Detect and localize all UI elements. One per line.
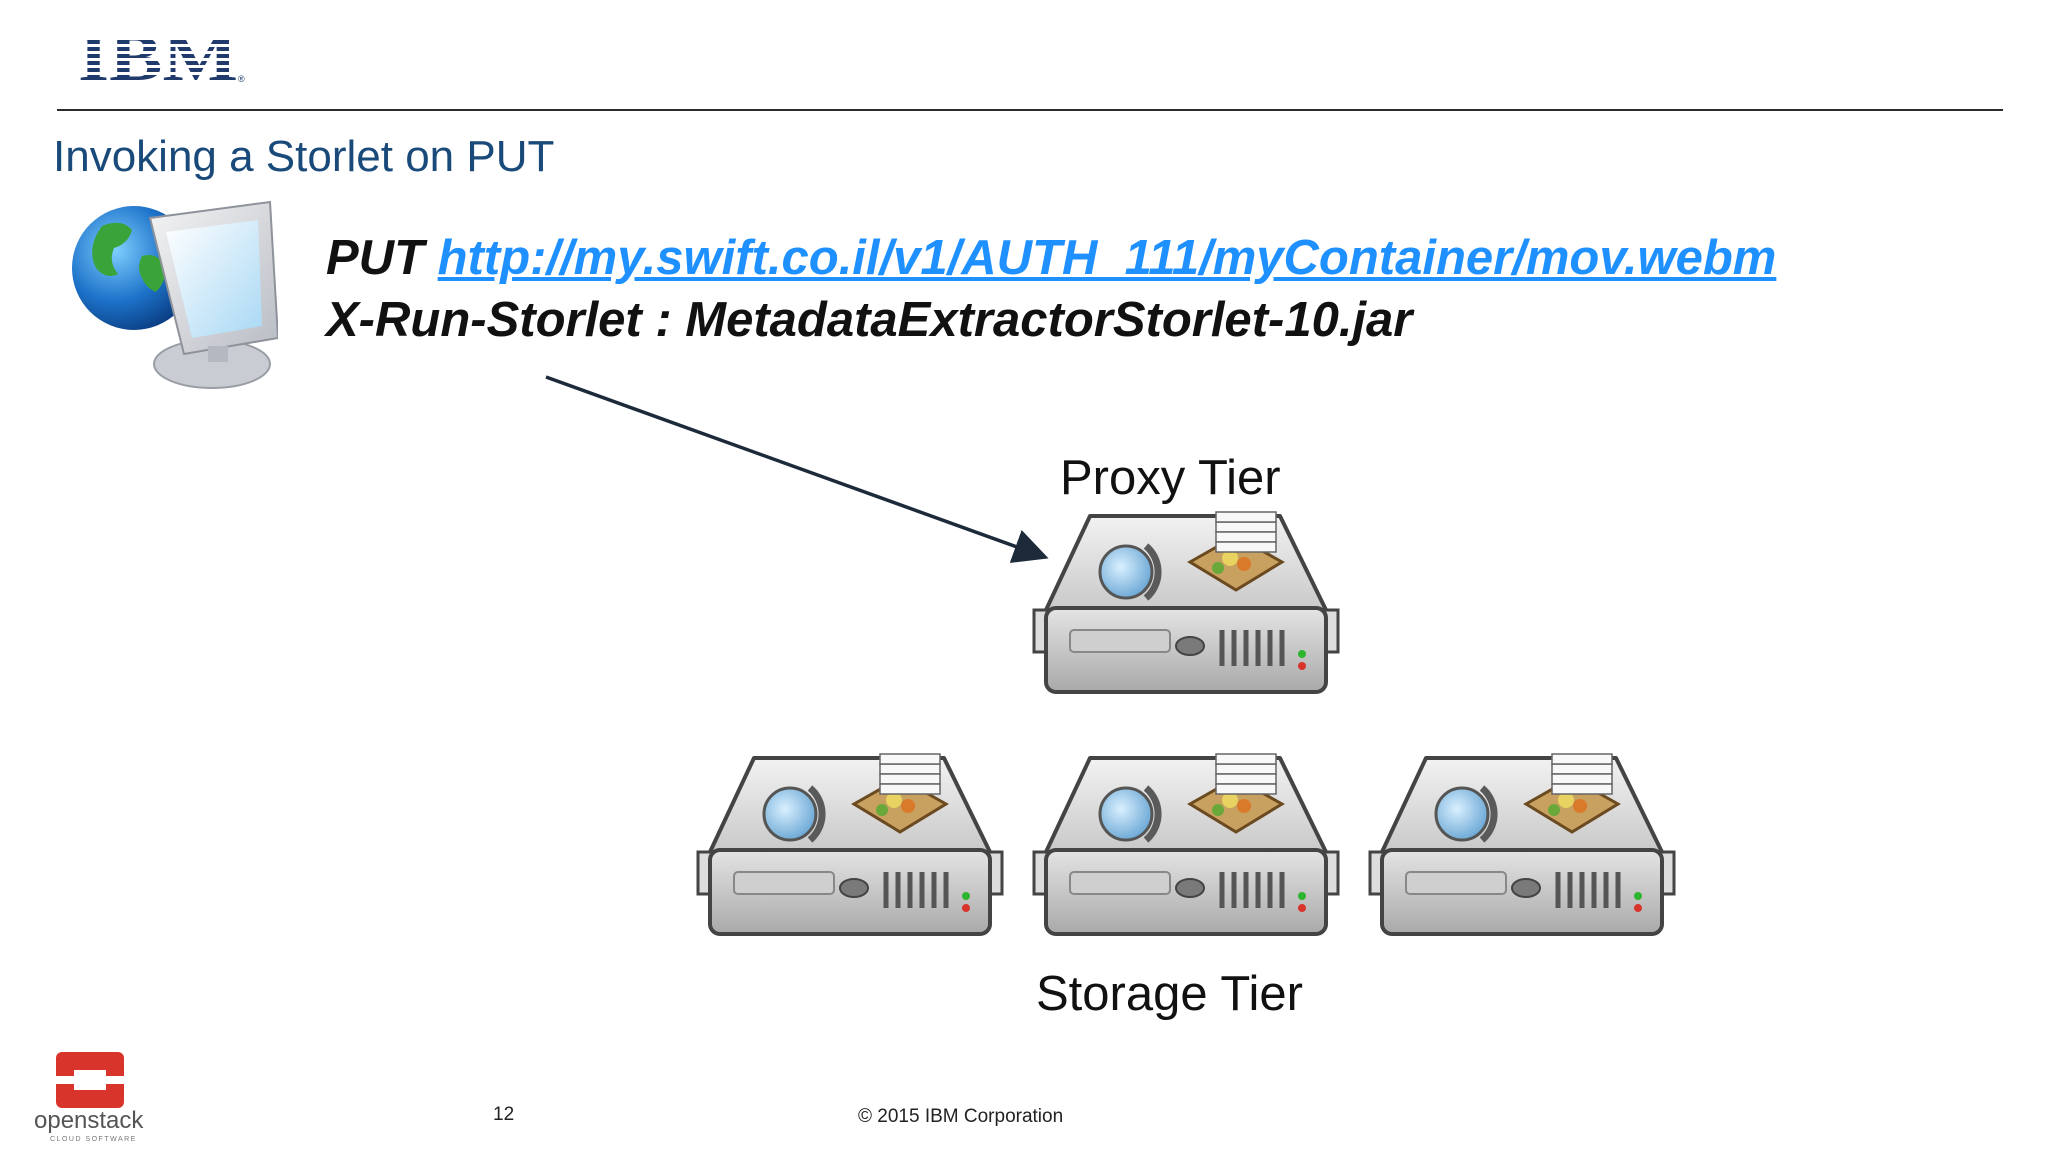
request-url-link[interactable]: http://my.swift.co.il/v1/AUTH_111/myCont… [437, 231, 1777, 285]
ibm-logo: IBM ® [78, 24, 245, 84]
storlet-header-line: X-Run-Storlet : MetadataExtractorStorlet… [326, 293, 1413, 347]
openstack-logo: openstack CLOUD SOFTWARE [34, 1052, 144, 1143]
http-method: PUT [326, 231, 424, 285]
header-divider [57, 109, 2003, 111]
svg-text:IBM: IBM [78, 24, 238, 84]
storage-server-icon [1030, 748, 1342, 948]
slide-title: Invoking a Storlet on PUT [53, 132, 555, 181]
computer-globe-icon [72, 200, 278, 389]
page-number: 12 [493, 1104, 515, 1125]
svg-text:openstack: openstack [34, 1107, 144, 1134]
proxy-tier-label: Proxy Tier [1060, 451, 1281, 505]
copyright: © 2015 IBM Corporation [858, 1106, 1064, 1127]
request-line: PUT http://my.swift.co.il/v1/AUTH_111/my… [326, 230, 1776, 286]
arrow-line [545, 375, 1049, 563]
proxy-server-icon [1030, 506, 1342, 706]
storage-server-icon [694, 748, 1006, 948]
storage-tier-label: Storage Tier [1036, 967, 1303, 1021]
svg-text:CLOUD SOFTWARE: CLOUD SOFTWARE [50, 1136, 137, 1143]
storage-server-icon [1366, 748, 1678, 948]
svg-text:®: ® [238, 74, 245, 84]
